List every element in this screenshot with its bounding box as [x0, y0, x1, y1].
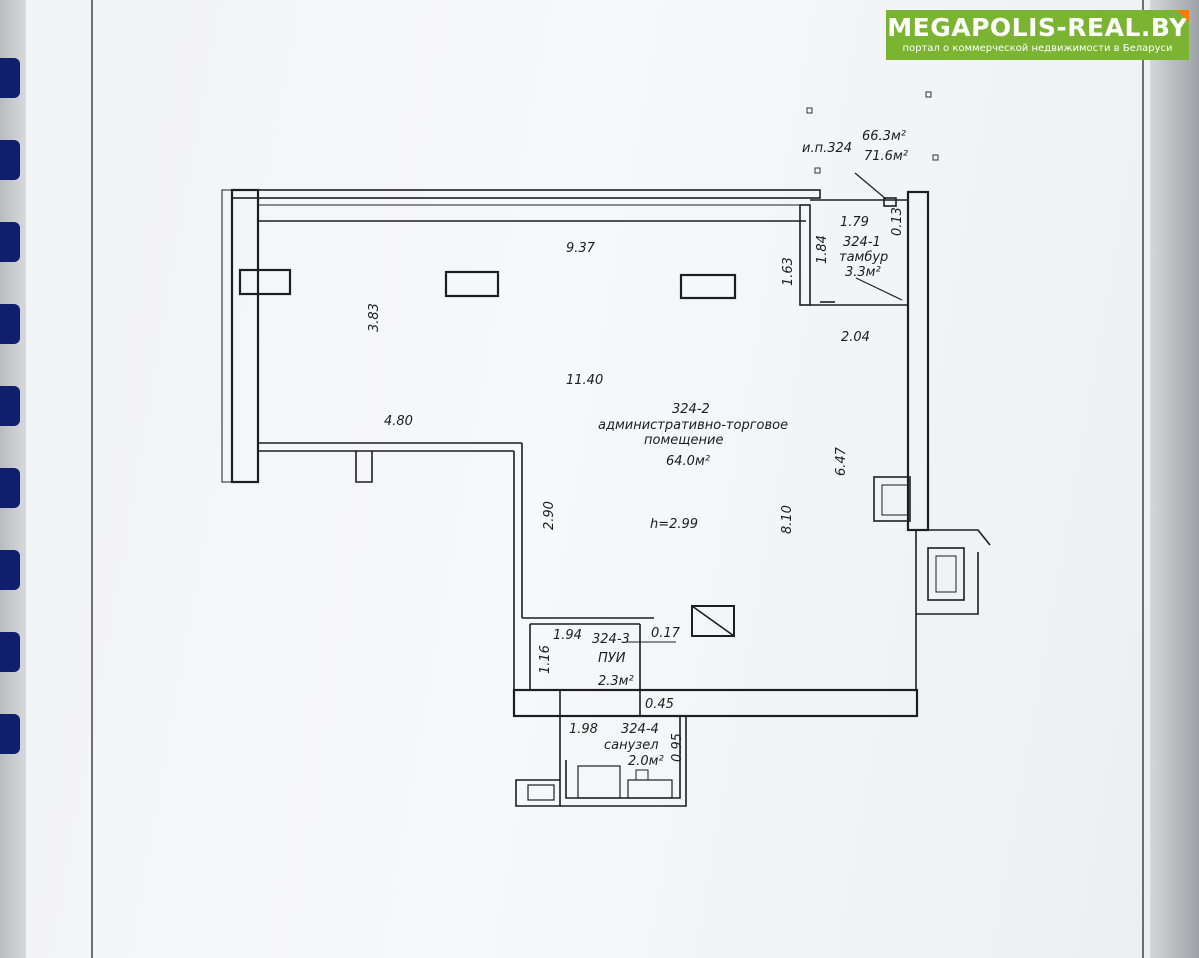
wc-area: 2.0м²: [628, 754, 664, 769]
binder-ring: [0, 222, 20, 262]
walls: [221, 172, 991, 807]
binder-strip: [0, 0, 26, 958]
unit-area-1: 66.3м²: [862, 129, 906, 144]
binder-ring: [0, 468, 20, 508]
main-room-name-2: помещение: [644, 433, 723, 448]
dim-storage-gap: 0.17: [651, 626, 681, 641]
dim-center-height: 8.10: [780, 505, 795, 534]
utility-box-inner: [881, 484, 909, 516]
dim-lower-left-width: 4.80: [384, 414, 413, 429]
dim-mid-width: 11.40: [566, 373, 603, 388]
vestibule-wall: [799, 204, 811, 306]
ceiling-height: h=2.99: [650, 517, 698, 532]
binder-ring: [0, 714, 20, 754]
column: [238, 268, 292, 296]
storage-area: 2.3м²: [598, 674, 634, 689]
top-wall: [231, 189, 821, 199]
dim-storage-width: 1.94: [553, 628, 582, 643]
dim-vestibule-wall: 0.13: [890, 207, 905, 236]
unit-area-2: 71.6м²: [864, 149, 908, 164]
shaft-box-inner: [935, 555, 957, 593]
vestibule-id: 324-1: [843, 235, 881, 250]
survey-mark: [806, 107, 813, 114]
site-logo[interactable]: MEGAPOLIS-REAL.BY портал о коммерческой …: [886, 10, 1189, 60]
left-wall-outer: [221, 189, 233, 483]
storage-name: ПУИ: [598, 651, 626, 666]
main-room-area: 64.0м²: [666, 454, 710, 469]
dim-inner-wall: 2.90: [542, 501, 557, 530]
wc-inner: [565, 716, 681, 799]
entrance-pointer: [854, 172, 887, 200]
wc-fixture-2: [627, 779, 673, 799]
dim-storage-height: 1.16: [538, 645, 553, 674]
dim-vestibule-left: 1.63: [781, 257, 796, 286]
binder-ring: [0, 58, 20, 98]
vent-shaft-diagonal: [691, 605, 735, 637]
binder-ring: [0, 140, 20, 180]
dim-vestibule-width: 1.79: [840, 215, 869, 230]
binder-ring: [0, 550, 20, 590]
main-room-name-1: административно-торговое: [598, 418, 788, 433]
niche: [355, 451, 373, 483]
wc-fixture: [577, 765, 621, 799]
vestibule-door-jamb: [883, 197, 897, 207]
binder-ring: [0, 632, 20, 672]
dim-wc-width: 1.98: [569, 722, 598, 737]
dim-left-height: 3.83: [367, 303, 382, 332]
dim-wc-height: 0.95: [670, 733, 685, 762]
dim-vestibule-height: 1.84: [815, 235, 830, 264]
wc-outline: [560, 716, 687, 807]
main-room-id: 324-2: [672, 402, 710, 417]
wc-id: 324-4: [621, 722, 659, 737]
bottom-wall: [512, 688, 919, 718]
right-wall: [906, 190, 930, 532]
unit-label: и.п.324: [802, 141, 852, 156]
page-edge: [1150, 0, 1199, 958]
utility-box: [873, 476, 911, 522]
dim-bottom-wall: 0.45: [645, 697, 674, 712]
vent-shaft: [691, 605, 735, 637]
wc-name: санузел: [604, 738, 659, 753]
wc-toilet: [635, 769, 649, 781]
storage-id: 324-3: [592, 632, 630, 647]
wc-sink: [527, 784, 555, 801]
column: [444, 270, 500, 298]
vestibule-area: 3.3м²: [845, 265, 881, 280]
dim-top-width: 9.37: [566, 241, 596, 256]
survey-mark: [925, 91, 932, 98]
binder-ring: [0, 386, 20, 426]
vestibule-door-swing: [855, 277, 903, 301]
survey-marks: [806, 91, 939, 174]
left-wall: [230, 188, 260, 484]
survey-mark: [932, 154, 939, 161]
binder-ring: [0, 304, 20, 344]
logo-corner-icon: [1177, 10, 1189, 22]
shaft-box: [927, 547, 965, 601]
dim-vestibule-bottom: 2.04: [841, 330, 870, 345]
wc-left-wall: [515, 716, 561, 807]
logo-subtitle: портал о коммерческой недвижимости в Бел…: [902, 43, 1173, 54]
dim-right-height: 6.47: [834, 446, 849, 476]
logo-title: MEGAPOLIS-REAL.BY: [887, 13, 1188, 42]
survey-mark: [814, 167, 821, 174]
right-wall-jog: [928, 529, 991, 546]
right-wall-jog-lower: [916, 552, 979, 615]
column: [679, 273, 737, 300]
vestibule-name: тамбур: [839, 250, 888, 265]
